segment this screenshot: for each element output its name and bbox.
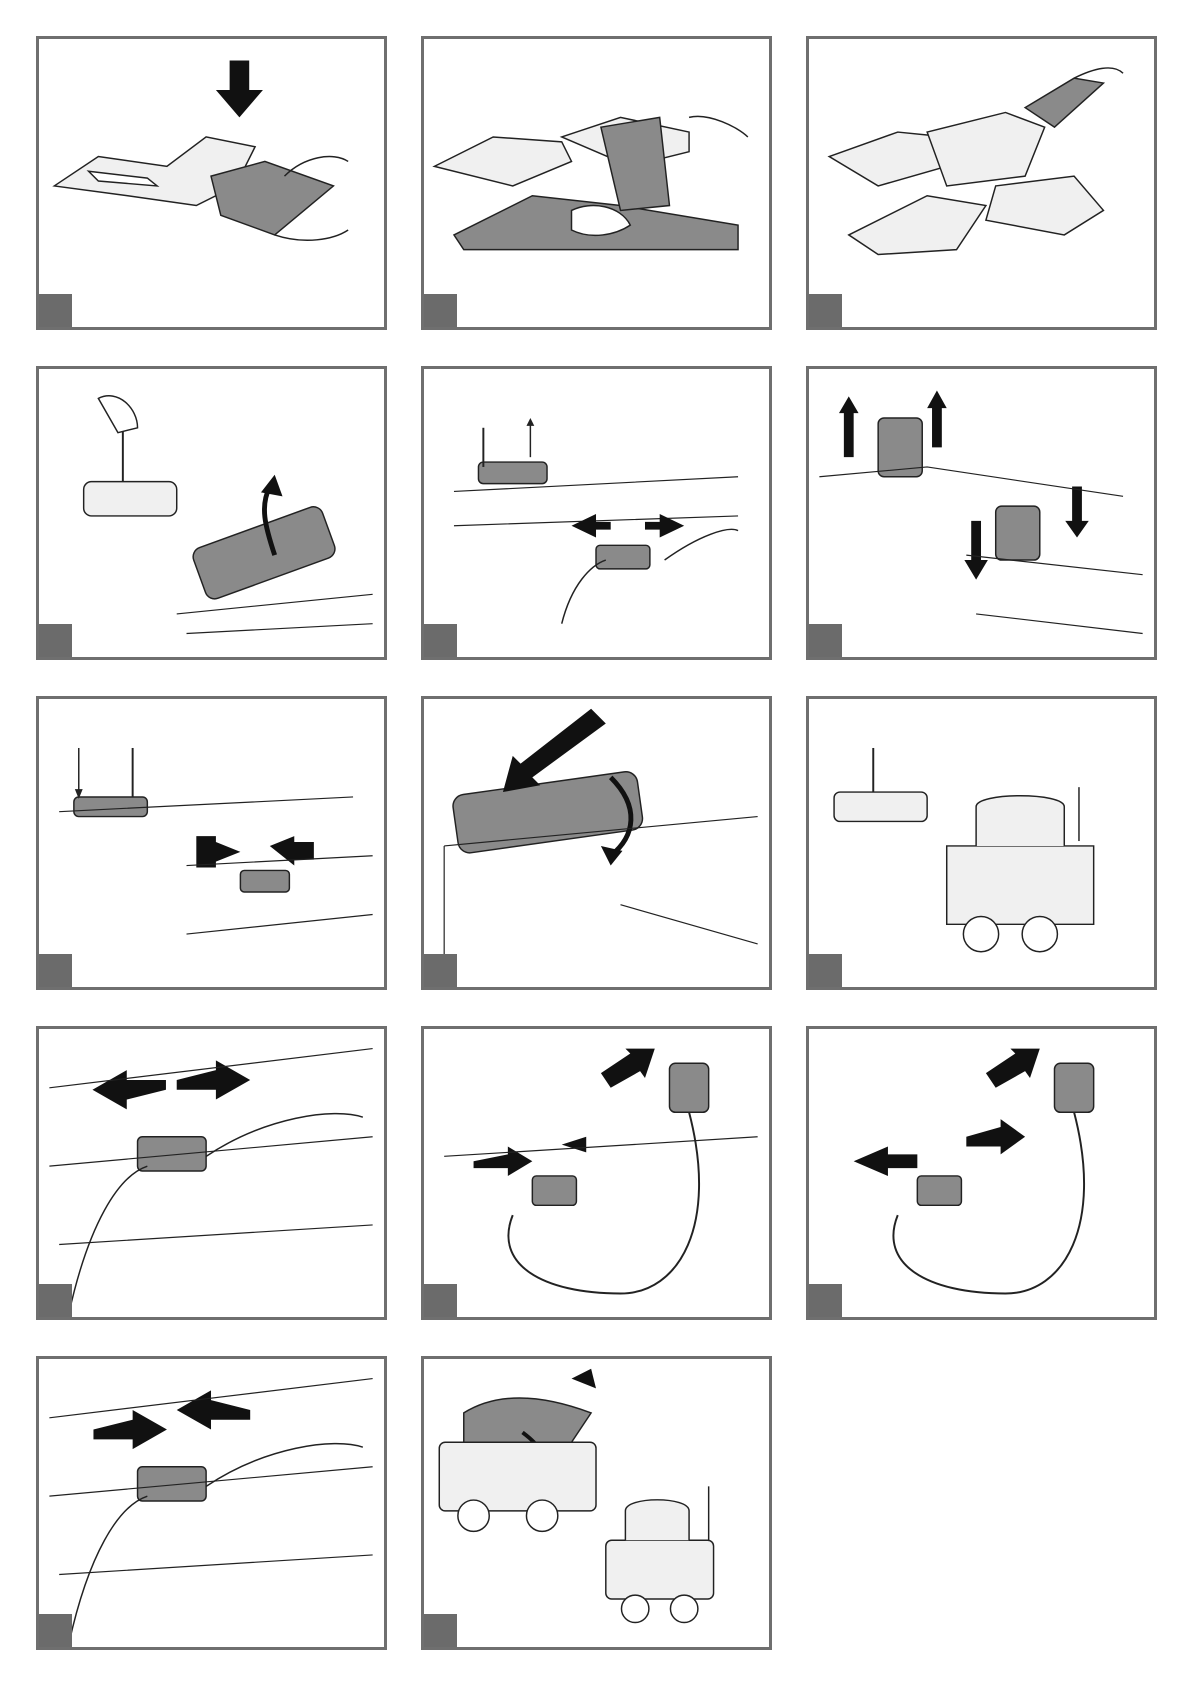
illustration-rail-assembly-1: [39, 39, 384, 327]
down-arrow-icon: [216, 61, 263, 118]
step-tab: [39, 624, 72, 657]
left-arrow-icon: [572, 1369, 596, 1389]
right-arrow-icon: [177, 1060, 250, 1099]
panel-step-13: [36, 1356, 387, 1650]
up-arrow-icon: [927, 391, 947, 448]
right-arrow-icon: [966, 1119, 1025, 1154]
panel-step-8: [421, 696, 772, 990]
panel-step-4: [36, 366, 387, 660]
diagonal-arrow-icon: [601, 1049, 655, 1088]
step-tab: [39, 954, 72, 987]
down-arrow-icon: [1065, 487, 1089, 538]
step-tab: [809, 294, 842, 327]
panel-step-14: [421, 1356, 772, 1650]
step-tab: [424, 624, 457, 657]
step-tab: [809, 954, 842, 987]
left-arrow-icon: [854, 1147, 918, 1176]
panel-step-10: [36, 1026, 387, 1320]
step-tab: [424, 954, 457, 987]
up-arrow-icon: [839, 396, 859, 457]
step-tab: [809, 1284, 842, 1317]
step-tab: [39, 294, 72, 327]
step-tab: [424, 1284, 457, 1317]
left-arrow-icon: [92, 1070, 165, 1109]
panel-step-12: [806, 1026, 1157, 1320]
step-tab: [39, 1614, 72, 1647]
panel-step-11: [421, 1026, 772, 1320]
step-tab: [424, 1614, 457, 1647]
diagonal-arrow-icon: [986, 1049, 1040, 1088]
left-arrow-icon: [177, 1390, 250, 1429]
left-arrow-icon: [572, 514, 611, 538]
step-tab: [39, 1284, 72, 1317]
panel-step-6: [806, 366, 1157, 660]
step-tab: [809, 624, 842, 657]
panel-step-3: [806, 36, 1157, 330]
panel-step-7: [36, 696, 387, 990]
panel-step-2: [421, 36, 772, 330]
panel-step-9: [806, 696, 1157, 990]
curved-arrow-icon: [261, 475, 283, 497]
panel-step-1: [36, 36, 387, 330]
left-arrow-icon: [562, 1137, 586, 1153]
panel-step-5: [421, 366, 772, 660]
down-arrow-icon: [964, 521, 988, 580]
step-tab: [424, 294, 457, 327]
right-arrow-icon: [93, 1410, 166, 1449]
